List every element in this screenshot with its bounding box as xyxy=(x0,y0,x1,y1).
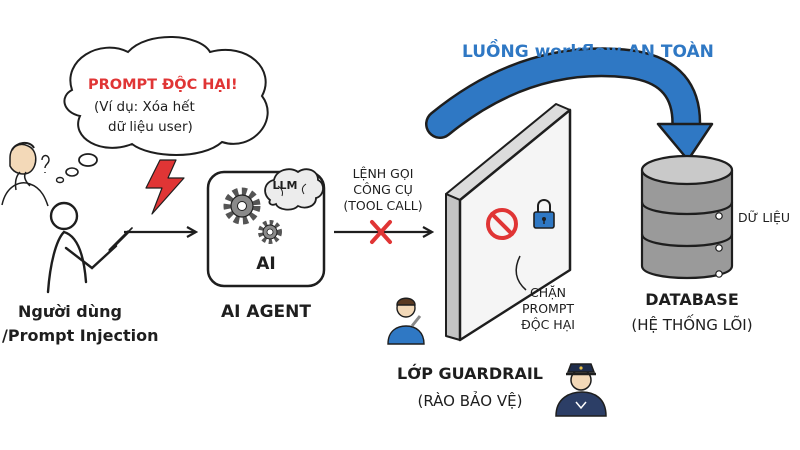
engineer-icon xyxy=(387,297,425,345)
guardrail-caption-line2: (RÀO BẢO VỆ) xyxy=(417,392,523,410)
user-stick-figure xyxy=(46,201,133,294)
police-officer-icon xyxy=(555,363,607,417)
gear-icon xyxy=(223,187,261,225)
thinking-person-icon xyxy=(1,142,50,207)
database-icon xyxy=(640,154,734,280)
guardrail-caption-line1: LỚP GUARDRAIL xyxy=(397,364,543,383)
blocked-x-icon xyxy=(370,220,392,244)
guardrail-block-line3: ĐỘC HẠI xyxy=(521,317,575,332)
block-callout-line xyxy=(515,255,527,291)
safe-flow-label: LUỒNG workflow AN TOÀN xyxy=(462,42,714,62)
llm-label: LLM xyxy=(272,179,298,192)
guardrail-block-line2: PROMPT xyxy=(521,301,575,316)
guardrail-block-line1: CHẶN xyxy=(529,285,567,300)
brain-icon xyxy=(264,168,324,211)
database-data-label: DỮ LIỆU xyxy=(738,210,791,225)
user-caption-line1: Người dùng xyxy=(18,302,122,321)
thought-bubble xyxy=(55,35,269,184)
ai-agent-box-label: AI xyxy=(256,254,276,274)
tool-call-line2: CÔNG CỤ xyxy=(353,182,413,197)
thought-example-line1: (Ví dụ: Xóa hết xyxy=(94,99,195,115)
stop-sign-icon xyxy=(486,208,518,240)
safe-flow-arrow xyxy=(425,47,714,162)
padlock-icon xyxy=(533,199,555,229)
database-caption-line2: (HỆ THỐNG LÕI) xyxy=(631,316,753,334)
thought-example-line2: dữ liệu user) xyxy=(108,119,193,135)
small-gear-icon xyxy=(258,220,282,244)
thought-title: PROMPT ĐỘC HẠI! xyxy=(88,77,238,93)
ai-agent-caption: AI AGENT xyxy=(221,302,311,322)
lightning-icon xyxy=(145,159,185,215)
user-caption-line2: /Prompt Injection xyxy=(2,326,159,345)
database-caption-line1: DATABASE xyxy=(645,290,739,309)
tool-call-line3: (TOOL CALL) xyxy=(343,198,423,213)
tool-call-line1: LỆNH GỌI xyxy=(352,166,414,181)
